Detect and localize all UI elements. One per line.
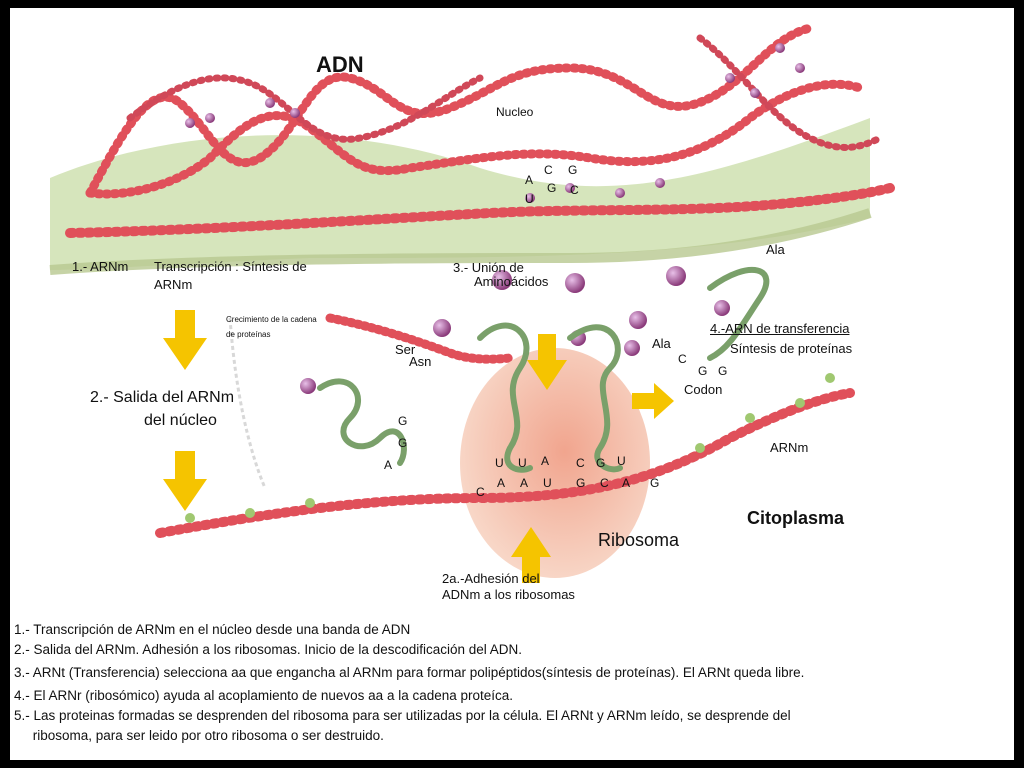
protein-chain xyxy=(325,313,515,364)
base-ribo-top-g: G xyxy=(596,456,606,470)
base-ribo-top-c: C xyxy=(576,456,585,470)
base-left-g1: G xyxy=(398,414,408,428)
base-right-c: C xyxy=(678,352,687,366)
base-right-g1: G xyxy=(698,364,708,378)
nucleus-region xyxy=(50,118,870,270)
base-ribo-top-a: A xyxy=(541,454,550,468)
label-step3-b: Aminoácidos xyxy=(474,274,549,289)
dna-bases xyxy=(185,43,805,203)
dna-strand-3 xyxy=(126,74,484,143)
base-ribo-bot-c: C xyxy=(476,485,485,499)
label-step2a-b: ADNm a los ribosomas xyxy=(442,587,575,602)
base-ribo-bot-a1: A xyxy=(497,476,506,490)
dna-strand-4 xyxy=(696,34,884,151)
notes-list: 1.- Transcripción de ARNm en el núcleo d… xyxy=(14,620,1014,746)
note-5-cont: ribosoma, para ser leido por otro riboso… xyxy=(14,728,384,743)
label-step1-desc-a: Transcripción : Síntesis de xyxy=(154,259,307,274)
aa-label-ala-2: Ala xyxy=(766,242,785,257)
note-1: 1.- Transcripción de ARNm en el núcleo d… xyxy=(14,622,411,637)
cytoplasm-arnm-strand xyxy=(155,388,855,538)
label-step4-a: 4.-ARN de transferencia xyxy=(710,321,849,336)
label-step2-b: del núcleo xyxy=(144,412,217,429)
aa-label-ser: Ser xyxy=(395,342,416,357)
base-ribo-top-u1: U xyxy=(495,456,504,470)
label-step2a-a: 2a.-Adhesión del xyxy=(442,571,540,586)
arnm-bases xyxy=(185,373,835,523)
base-ribo-top-u3: U xyxy=(617,454,626,468)
label-citoplasma: Citoplasma xyxy=(747,508,845,528)
base-left-g2: G xyxy=(398,436,408,450)
label-crecimiento-a: Crecimiento de la cadena xyxy=(226,315,317,324)
flow-arrows xyxy=(163,310,674,583)
trna-molecules xyxy=(317,267,770,473)
label-step1: 1.- ARNm xyxy=(72,259,129,274)
dna-strand-2 xyxy=(85,79,865,199)
note-5: 5.- Las proteinas formadas se desprenden… xyxy=(14,708,791,723)
label-step3-a: 3.- Unión de xyxy=(453,260,524,275)
aa-label-ala-1: Ala xyxy=(652,336,671,351)
base-ribo-bot-a2: A xyxy=(520,476,529,490)
label-codon: Codon xyxy=(684,382,723,397)
diagram-canvas: ADN Nucleo 1.- ARNm Transcripción : Sínt… xyxy=(10,8,1014,760)
note-4: 4.- El ARNr (ribosómico) ayuda al acopla… xyxy=(14,688,514,703)
base-nucleus-u: U xyxy=(525,192,534,206)
label-ribosoma: Ribosoma xyxy=(598,530,680,550)
label-step4-a-text: 4.-ARN de transferencia xyxy=(710,321,850,336)
label-step1-desc-b: ARNm xyxy=(154,277,193,292)
label-arnm-cytoplasm: ARNm xyxy=(770,440,809,455)
label-crecimiento-b: de proteínas xyxy=(226,330,271,339)
label-step4-b: Síntesis de proteínas xyxy=(730,341,853,356)
nuclear-arnm-strand xyxy=(65,183,895,238)
label-adn: ADN xyxy=(316,52,364,77)
base-left-a: A xyxy=(384,458,393,472)
label-nucleo: Nucleo xyxy=(496,105,534,119)
free-amino-acids xyxy=(300,266,730,394)
note-2: 2.- Salida del ARNm. Adhesión a los ribo… xyxy=(14,642,523,657)
base-nucleus-c2: C xyxy=(570,183,579,197)
base-nucleus-g: G xyxy=(568,163,578,177)
base-ribo-bot-u: U xyxy=(543,476,552,490)
base-nucleus-a: A xyxy=(525,173,534,187)
base-ribo-bot-g1: G xyxy=(576,476,586,490)
dna-strand-1 xyxy=(85,23,815,198)
note-3: 3.- ARNt (Transferencia) selecciona aa q… xyxy=(14,665,805,680)
base-ribo-top-u2: U xyxy=(518,456,527,470)
label-step2-a: 2.- Salida del ARNm xyxy=(90,389,235,406)
base-right-g2: G xyxy=(718,364,728,378)
base-nucleus-c: C xyxy=(544,163,553,177)
base-nucleus-g2: G xyxy=(547,181,557,195)
base-ribo-bot-a3: A xyxy=(622,476,631,490)
nuclear-membrane xyxy=(49,208,872,275)
protein-synthesis-diagram xyxy=(49,23,895,583)
aa-label-asn: Asn xyxy=(409,354,432,369)
base-ribo-bot-g2: G xyxy=(650,476,660,490)
growth-arrow xyxy=(228,317,267,489)
base-ribo-bot-c2: C xyxy=(600,476,609,490)
